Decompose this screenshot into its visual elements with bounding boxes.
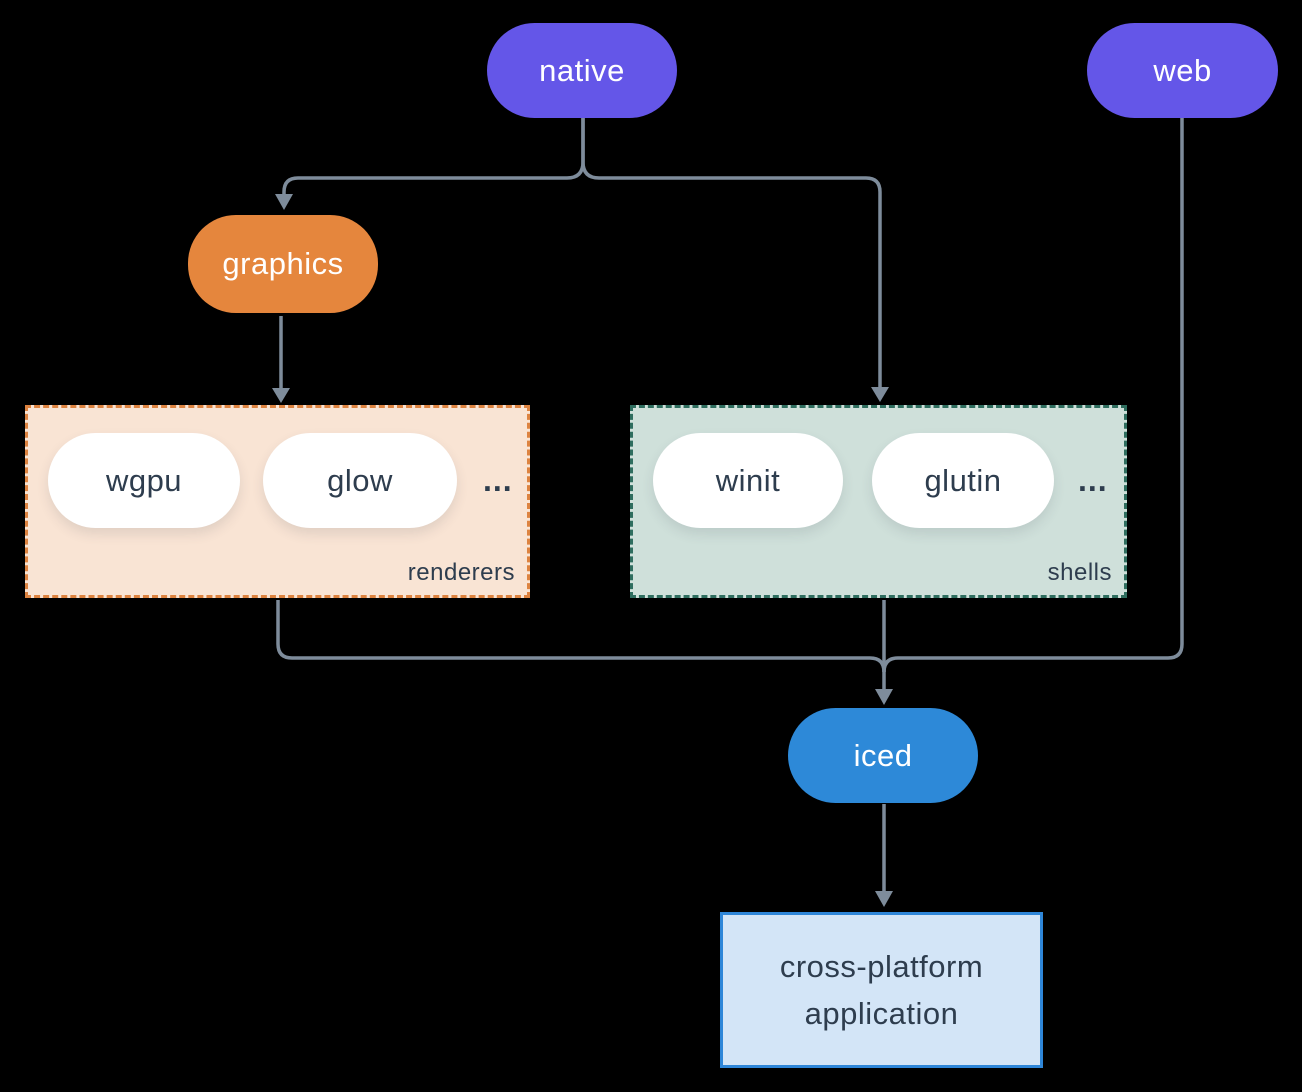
node-graphics-label: graphics — [222, 246, 344, 281]
group-shells: winit glutin ... shells — [630, 405, 1127, 598]
shells-ellipsis: ... — [1078, 462, 1108, 498]
renderers-ellipsis: ... — [483, 462, 513, 498]
node-graphics: graphics — [188, 215, 378, 313]
node-glutin-label: glutin — [924, 462, 1002, 498]
node-wgpu-label: wgpu — [105, 462, 183, 498]
group-renderers: wgpu glow ... renderers — [25, 405, 530, 598]
edge-renderers-iced — [276, 600, 886, 673]
node-winit: winit — [653, 433, 843, 528]
shells-group-label: shells — [1047, 559, 1112, 586]
arrowhead-iced — [875, 689, 893, 705]
edge-native-shells — [581, 118, 882, 389]
node-glutin: glutin — [872, 433, 1054, 528]
node-iced: iced — [788, 708, 978, 803]
node-glow: glow — [263, 433, 457, 528]
node-winit-label: winit — [715, 462, 781, 498]
edge-native-graphics — [282, 118, 585, 196]
node-iced-label: iced — [853, 737, 913, 773]
node-application-label: cross-platform application — [779, 949, 984, 1031]
arrowhead-application — [875, 891, 893, 907]
node-web-label: web — [1153, 52, 1212, 88]
node-cross-platform-application: cross-platform application — [720, 912, 1043, 1068]
arrowhead-graphics — [275, 194, 293, 210]
node-web: web — [1087, 23, 1278, 118]
renderers-group-label: renderers — [407, 559, 515, 586]
node-native-label: native — [539, 52, 625, 88]
arrowhead-shells — [871, 387, 889, 402]
node-native: native — [487, 23, 677, 118]
arrowhead-renderers — [272, 388, 290, 403]
node-wgpu: wgpu — [48, 433, 240, 528]
node-glow-label: glow — [327, 462, 393, 498]
